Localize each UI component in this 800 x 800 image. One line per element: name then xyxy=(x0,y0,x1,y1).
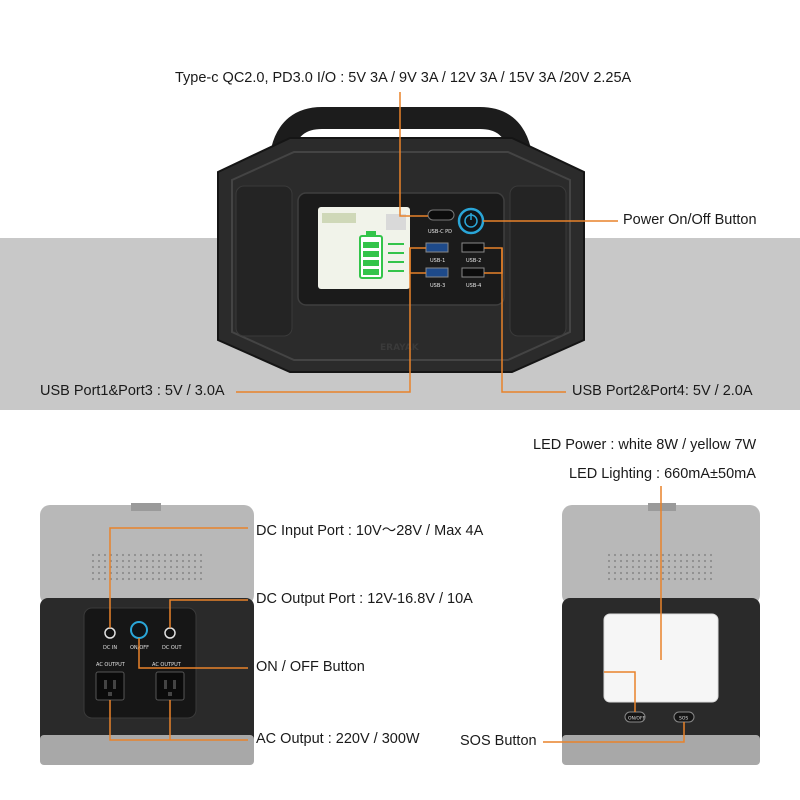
power-button[interactable] xyxy=(457,207,485,235)
usb-port-1[interactable] xyxy=(425,242,449,253)
usb4-label: USB-4 xyxy=(466,283,481,289)
dc-out-port[interactable] xyxy=(164,627,176,639)
dc-in-label: DC IN xyxy=(103,645,117,651)
vent-grille xyxy=(92,552,202,582)
sos-callout: SOS Button xyxy=(460,733,537,749)
carry-handle xyxy=(271,107,531,161)
typec-callout: Type-c QC2.0, PD3.0 I/O : 5V 3A / 9V 3A … xyxy=(175,70,632,86)
dc-output-callout: DC Output Port : 12V-16.8V / 10A xyxy=(256,591,473,607)
led-power-callout: LED Power : white 8W / yellow 7W xyxy=(533,437,757,453)
led-lighting-callout: LED Lighting : 660mA±50mA xyxy=(569,466,756,482)
usb2-label: USB-2 xyxy=(466,258,481,264)
usb-port-3[interactable] xyxy=(425,267,449,278)
dc-in-port[interactable] xyxy=(104,627,116,639)
front-device: USB-C PD USB-1 USB-3 USB-2 USB-4 ERAYAK xyxy=(217,107,585,373)
usb3-label: USB-3 xyxy=(430,283,445,289)
usb24-callout: USB Port2&Port4: 5V / 2.0A xyxy=(572,383,753,399)
dc-input-callout: DC Input Port : 10V〜28V / Max 4A xyxy=(256,523,484,539)
ac-output-label-right: AC OUTPUT xyxy=(152,662,182,668)
on-off-callout: ON / OFF Button xyxy=(256,659,365,675)
dc-out-label: DC OUT xyxy=(162,645,183,651)
light-device: ON/OFF SOS xyxy=(562,503,760,765)
ac-output-label-left: AC OUTPUT xyxy=(96,662,126,668)
usbc-port-label: USB-C PD xyxy=(428,229,452,235)
side-device: DC IN ON/OFF DC OUT AC OUTPUT AC OUTPUT xyxy=(40,503,254,765)
sos-label: SOS xyxy=(679,716,688,722)
usb-c-port[interactable] xyxy=(427,209,455,221)
power-button-callout: Power On/Off Button xyxy=(623,212,757,228)
usb-port-2[interactable] xyxy=(461,242,485,253)
brand-logo: ERAYAK xyxy=(380,343,420,353)
ac-output-callout: AC Output : 220V / 300W xyxy=(256,731,420,747)
callout-lines xyxy=(109,92,685,743)
usb13-callout: USB Port1&Port3 : 5V / 3.0A xyxy=(40,383,225,399)
side-on-off-button[interactable] xyxy=(130,621,148,639)
light-on-off-label: ON/OFF xyxy=(628,716,646,722)
usb1-label: USB-1 xyxy=(430,258,445,264)
usb-port-4[interactable] xyxy=(461,267,485,278)
